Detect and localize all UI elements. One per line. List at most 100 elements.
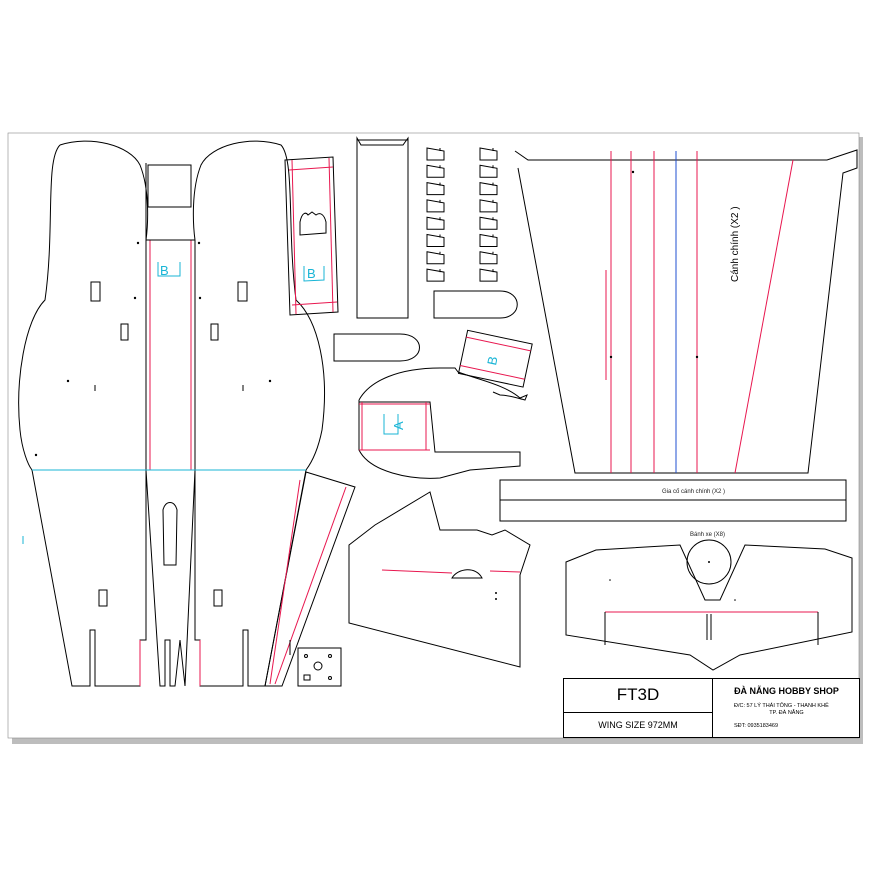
- gusset-triangle: [426, 216, 445, 230]
- slot-left-2: [120, 323, 129, 341]
- fin-hinge-cut: [451, 569, 483, 579]
- gusset-triangle: [426, 251, 445, 265]
- mark: [133, 296, 137, 300]
- spar-label: Gia cố cánh chính (X2 ): [662, 489, 725, 495]
- spar-part: Gia cố cánh chính (X2 ): [499, 479, 847, 522]
- side-strip-part: [264, 471, 356, 687]
- title-block-divider-v: [712, 679, 713, 737]
- fin-fold-2: [489, 570, 521, 573]
- gusset-triangle: [479, 199, 498, 213]
- spine-strip-tag: B: [307, 266, 316, 281]
- gusset-triangle: [479, 216, 498, 230]
- wheel-disc: [686, 539, 732, 585]
- slot-left-3: [98, 589, 108, 607]
- mark: [197, 241, 201, 245]
- gusset-triangle: [479, 182, 498, 196]
- spine-strip-fold-left: [291, 159, 297, 315]
- motor-mount-part: [297, 647, 342, 687]
- gusset-set: [426, 147, 498, 282]
- shop-name: ĐÀ NẴNG HOBBY SHOP: [734, 686, 839, 696]
- shop-city: TP. ĐÀ NẴNG: [769, 710, 804, 716]
- gusset-triangle: [479, 233, 498, 247]
- screw-slot: [303, 674, 311, 681]
- spine-strip-outline: [284, 156, 339, 316]
- mark: [734, 599, 736, 601]
- screw-hole: [304, 654, 308, 658]
- gusset-triangle: [426, 182, 445, 196]
- shop-phone: SĐT: 0935183469: [734, 723, 779, 729]
- screw-hole: [328, 676, 332, 680]
- spine-tag-bracket: [157, 262, 181, 277]
- stabilizer-outline: [565, 544, 853, 671]
- mark: [631, 170, 635, 174]
- servo-slot-right: [237, 281, 248, 302]
- fin-part: [348, 491, 531, 668]
- gusset-triangle: [479, 164, 498, 178]
- stabilizer-part: Bánh xe (X8): [565, 532, 853, 671]
- slot-right-2: [210, 323, 219, 341]
- motor-mount-hole: [313, 661, 323, 671]
- rounded-bar-2: [333, 333, 420, 362]
- main-wing-part: Cánh chính (X2 ): [514, 149, 858, 474]
- mark: [495, 592, 497, 594]
- gusset-triangle: [479, 251, 498, 265]
- tail-tab-tag: B: [484, 355, 500, 367]
- gusset-triangle: [479, 147, 498, 161]
- tail-tab-fold-top: [466, 336, 531, 352]
- spine-strip-fold-right: [328, 157, 334, 313]
- shop-address: Đ/C: 57 LÝ THÁI TÔNG - THANH KHÊ: [734, 703, 829, 709]
- tail-tab-fold-bottom: [460, 365, 525, 380]
- title-block: FT3D WING SIZE 972MM ĐÀ NẴNG HOBBY SHOP …: [563, 678, 860, 738]
- wheel-center: [708, 561, 710, 563]
- mark: [609, 355, 613, 359]
- motor-mount-plate: [297, 647, 342, 687]
- spine-slot: [162, 502, 178, 566]
- mark: [136, 241, 140, 245]
- spine-strip-fold-bottom: [291, 301, 338, 306]
- gusset-triangle: [426, 268, 445, 282]
- wing-label: Cánh chính (X2 ): [730, 206, 741, 282]
- mark: [695, 355, 699, 359]
- wing-size: WING SIZE 972MM: [598, 720, 678, 730]
- canopy-cutout: [299, 211, 327, 236]
- spine-strip-fold-top: [288, 166, 334, 171]
- mark: [198, 296, 202, 300]
- wing-aileron-line: [734, 159, 794, 474]
- title-block-divider-h: [564, 712, 712, 713]
- side-strip-outline: [264, 471, 356, 687]
- side-strip-fold-2: [274, 486, 347, 685]
- screw-hole: [328, 654, 332, 658]
- gusset-triangle: [426, 164, 445, 178]
- mark: [609, 579, 611, 581]
- nose-tag-bracket: [383, 414, 399, 435]
- model-name: FT3D: [616, 685, 660, 704]
- box-strip-outline: [356, 136, 409, 319]
- tail-tab-part: B: [457, 329, 533, 388]
- fuselage-spine: [145, 469, 196, 687]
- mark: [34, 453, 38, 457]
- fuselage-right-outline: [192, 140, 325, 687]
- fin-outline: [348, 491, 531, 668]
- fuselage-left-outline: [18, 140, 149, 687]
- mark: [66, 379, 70, 383]
- spine-tag-label: B: [160, 263, 169, 278]
- slot-right-3: [213, 589, 223, 607]
- spine-strip-part: B: [284, 156, 339, 316]
- side-strip-fold-1: [269, 479, 301, 685]
- tail-tab-outline: [457, 329, 533, 388]
- gusset-triangle: [426, 199, 445, 213]
- gusset-triangle: [426, 147, 445, 161]
- nose-outline: [358, 367, 528, 479]
- nose-part: A: [358, 367, 528, 479]
- canopy-hatch: [147, 164, 192, 208]
- wing-outline: [514, 149, 858, 474]
- wheel-label: Bánh xe (X8): [690, 532, 725, 538]
- box-strip-part: [356, 136, 409, 319]
- rounded-bar-1: [433, 290, 518, 319]
- gusset-triangle: [426, 233, 445, 247]
- fin-fold: [381, 569, 453, 574]
- fuselage-part: B: [18, 140, 325, 687]
- gusset-triangle: [479, 268, 498, 282]
- servo-slot-left: [90, 281, 101, 302]
